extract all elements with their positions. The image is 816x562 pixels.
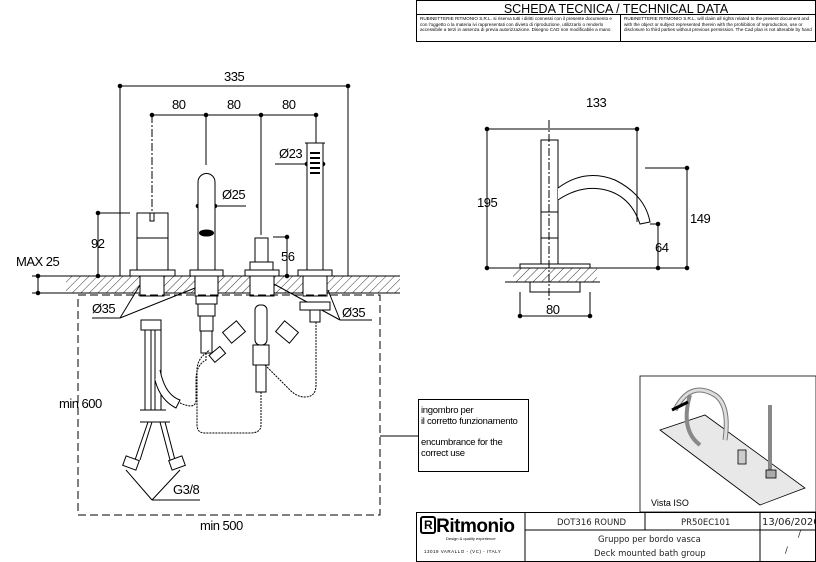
product-code: PR50EC101 bbox=[681, 518, 731, 528]
disclaimer-italian: RUBINETTERIE RITMONIO S.R.L. si riserva … bbox=[417, 14, 620, 42]
dim-spout-outlet: 64 bbox=[655, 240, 669, 255]
dim-spacing-3: 80 bbox=[282, 97, 296, 112]
dim-hole-left: Ø35 bbox=[92, 301, 116, 316]
dimension-lines bbox=[32, 83, 372, 321]
revision-value: / bbox=[798, 530, 801, 540]
sheet-title: SCHEDA TECNICA / TECHNICAL DATA bbox=[503, 2, 729, 16]
brand-tagline: Design & quality experience bbox=[446, 536, 496, 541]
dim-lever-height: 92 bbox=[91, 236, 105, 251]
description-italian: Gruppo per bordo vasca bbox=[598, 535, 701, 545]
series-name: DOT316 ROUND bbox=[557, 518, 627, 528]
header-block: SCHEDA TECNICA / TECHNICAL DATA RUBINETT… bbox=[416, 0, 816, 42]
diverter bbox=[196, 237, 317, 434]
hand-shower bbox=[297, 142, 333, 323]
dim-diverter-height: 56 bbox=[281, 249, 295, 264]
brand-name: Ritmonio bbox=[436, 516, 515, 537]
dim-total-height: 195 bbox=[477, 195, 498, 210]
iso-view-label: Vista ISO bbox=[651, 498, 689, 508]
note-en-line1: encumbrance for the bbox=[421, 437, 503, 448]
dim-connection-thread: G3/8 bbox=[173, 482, 200, 497]
note-it-line2: il corretto funzionamento bbox=[421, 416, 518, 427]
deck-section bbox=[66, 276, 400, 293]
dim-spout-diameter: Ø25 bbox=[222, 187, 246, 202]
title-block-lines bbox=[524, 512, 816, 562]
dim-spout-height: 149 bbox=[690, 211, 711, 226]
front-view bbox=[32, 83, 418, 516]
iso-view bbox=[639, 375, 816, 513]
description-english: Deck mounted bath group bbox=[594, 549, 706, 559]
note-it-line1: ingombro per bbox=[421, 405, 474, 416]
dim-spacing-1: 80 bbox=[172, 97, 186, 112]
dim-hole-right: Ø35 bbox=[342, 305, 366, 320]
disclaimer-english: RUBINETTERIE RITMONIO S.R.L. will claim … bbox=[620, 14, 816, 42]
dim-total-width: 335 bbox=[224, 69, 245, 84]
dim-deck-thickness: MAX 25 bbox=[16, 254, 60, 269]
clearance-note: ingombro per il corretto funzionamento e… bbox=[418, 399, 529, 472]
dim-base-width: 80 bbox=[546, 302, 560, 317]
dim-spacing-2: 80 bbox=[227, 97, 241, 112]
side-view bbox=[484, 120, 690, 319]
mixer-lever bbox=[122, 212, 200, 501]
revision-value-2: / bbox=[785, 546, 788, 556]
company-address: 13019 VARALLO - (VC) - ITALY bbox=[424, 549, 502, 554]
note-en-line2: correct use bbox=[421, 448, 465, 459]
dim-min-width: min 500 bbox=[200, 518, 243, 533]
dim-reach: 133 bbox=[586, 95, 607, 110]
dim-shower-diameter: Ø23 bbox=[279, 146, 303, 161]
issue-date: 13/06/2020 bbox=[762, 517, 816, 528]
brand-logo-mark: R bbox=[420, 516, 437, 534]
clearance-box bbox=[77, 294, 381, 516]
dim-min-height: min 600 bbox=[59, 396, 102, 411]
bath-spout bbox=[179, 173, 224, 407]
